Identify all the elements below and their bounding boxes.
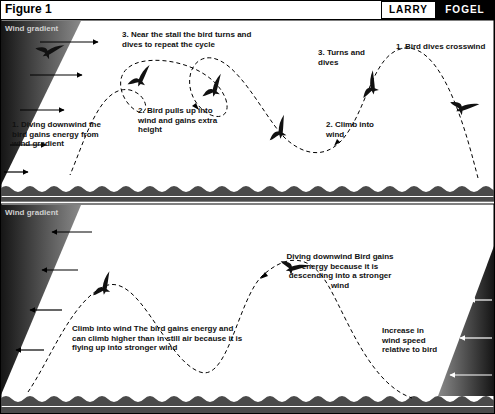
wind-gradient-fill [1, 205, 81, 395]
wind-arrows [450, 300, 492, 375]
bird [448, 90, 479, 120]
bird [354, 70, 385, 101]
bird [197, 74, 227, 100]
sea [1, 407, 494, 413]
wind-arrow [460, 337, 492, 338]
wind-arrow [470, 299, 492, 300]
sea [1, 197, 494, 201]
node-label: LARRY [382, 2, 435, 18]
byline-box: LARRY [381, 1, 436, 19]
annotation: 1. Bird dives crosswind [396, 42, 490, 52]
flight-path [70, 48, 478, 178]
wind-gradient-fill [1, 21, 81, 185]
annotation: Diving downwind Bird gains energy becaus… [282, 252, 398, 290]
flight-path [28, 260, 412, 398]
byline-box: FOGEL [436, 1, 494, 19]
path-arrowhead [260, 272, 268, 279]
wedge-shape [1, 21, 81, 185]
wind-gradient-wedge: Wind gradient [1, 205, 81, 395]
sea-waves [1, 394, 494, 408]
bird [262, 115, 293, 144]
annotation: 3. Near the stall the bird turns and div… [122, 30, 254, 49]
node-label: Wind gradient [5, 208, 81, 217]
wind-gradient-wedge [438, 246, 494, 396]
bottom-panel [1, 204, 494, 413]
annotation: 2. Bird pulls up into wind and gains ext… [138, 106, 232, 135]
annotation: Climb into wind The bird gains energy an… [72, 324, 248, 353]
birds [34, 35, 480, 299]
wind-arrow [4, 171, 28, 172]
path-arrowhead [334, 139, 340, 146]
bird [125, 65, 153, 88]
annotation: 2. Climb into wind [326, 120, 390, 139]
bird [87, 271, 118, 299]
node-label: FOGEL [436, 1, 494, 19]
top-panel [1, 20, 494, 201]
node-label: Wind gradient [5, 24, 81, 33]
wind-arrow [450, 374, 492, 375]
sea-waves [1, 184, 494, 198]
figure-title: Figure 1 [5, 2, 52, 16]
annotation: 1. Diving downwind the bird gains energy… [12, 120, 106, 149]
wind-arrow [16, 349, 44, 350]
wind-gradient-wedge: Wind gradient [1, 21, 81, 185]
wedge-shape [1, 205, 81, 395]
annotation: 3. Turns and dives [318, 48, 382, 67]
annotation: Increase in wind speed relative to bird [382, 326, 440, 355]
